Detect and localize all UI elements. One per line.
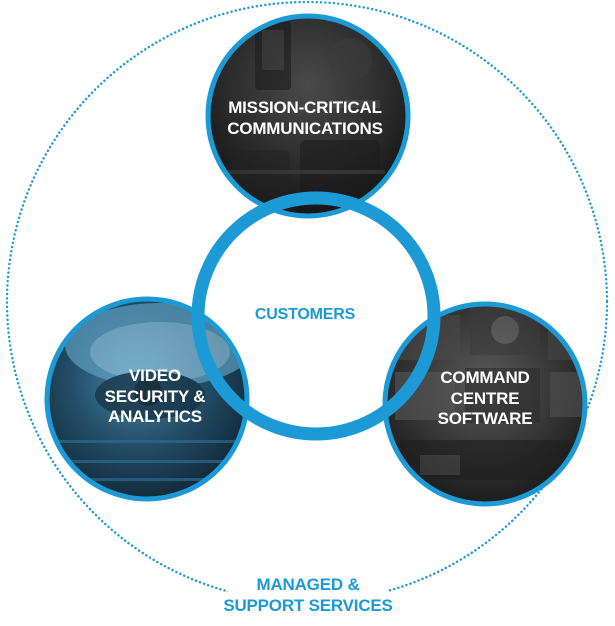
node-label-line: COMMUNICATIONS bbox=[227, 118, 383, 138]
node-label-line: ANALYTICS bbox=[108, 407, 202, 427]
outer-ring-label-line: SUPPORT SERVICES bbox=[223, 595, 393, 615]
node-label-video-security: VIDEO SECURITY & ANALYTICS bbox=[90, 366, 220, 428]
node-label-line: CENTRE bbox=[450, 388, 520, 408]
outer-ring bbox=[5, 0, 609, 604]
node-label-line: VIDEO bbox=[129, 366, 181, 385]
outer-ring-label: MANAGED & SUPPORT SERVICES bbox=[218, 575, 398, 616]
outer-ring-gap bbox=[228, 565, 388, 626]
node-label-line: COMMAND bbox=[440, 368, 530, 387]
node-mission-critical bbox=[205, 13, 411, 219]
center-label-text: CUSTOMERS bbox=[254, 306, 356, 323]
center-label: CUSTOMERS bbox=[230, 305, 380, 325]
node-label-command-centre: COMMAND CENTRE SOFTWARE bbox=[410, 368, 560, 430]
outer-ring-label-line: MANAGED & bbox=[256, 575, 360, 594]
node-label-line: MISSION-CRITICAL bbox=[228, 98, 382, 117]
node-label-line: SECURITY & bbox=[104, 386, 206, 406]
customers-ring bbox=[191, 191, 441, 441]
node-label-mission-critical: MISSION-CRITICAL COMMUNICATIONS bbox=[205, 98, 405, 139]
node-label-line: SOFTWARE bbox=[437, 409, 533, 429]
